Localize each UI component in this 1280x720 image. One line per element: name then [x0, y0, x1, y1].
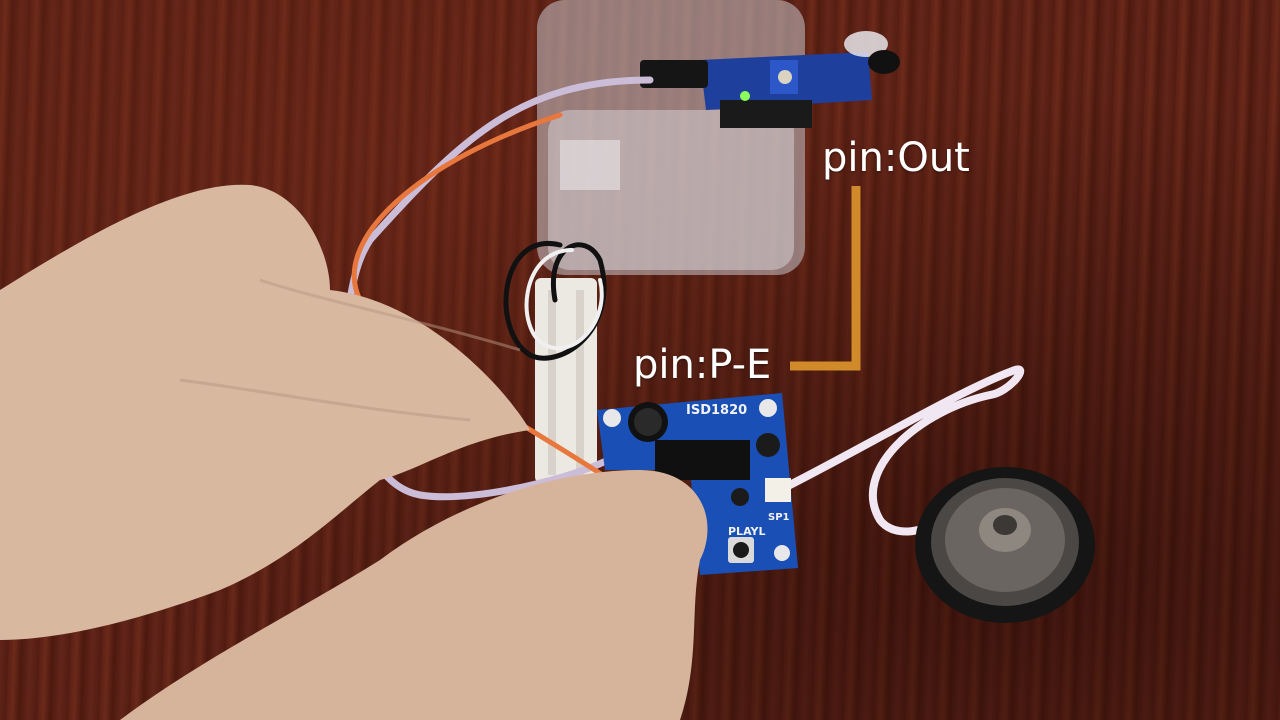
- pin-out-callout: pin:Out: [822, 135, 970, 181]
- pin-pe-callout: pin:P-E: [633, 342, 772, 388]
- breadboard: [535, 278, 597, 483]
- speaker: [915, 467, 1095, 623]
- plastic-box: [537, 0, 805, 275]
- callout-connector-line: [790, 186, 861, 371]
- board-chip-label: ISD1820: [686, 403, 747, 418]
- hands: [0, 184, 708, 720]
- board-speaker-label: SP1: [768, 512, 790, 523]
- board-play-label: PLAYL: [728, 525, 766, 538]
- isd1820-board: ISD1820 PLAYL SP1: [597, 393, 798, 575]
- ir-sensor-module: [640, 31, 900, 128]
